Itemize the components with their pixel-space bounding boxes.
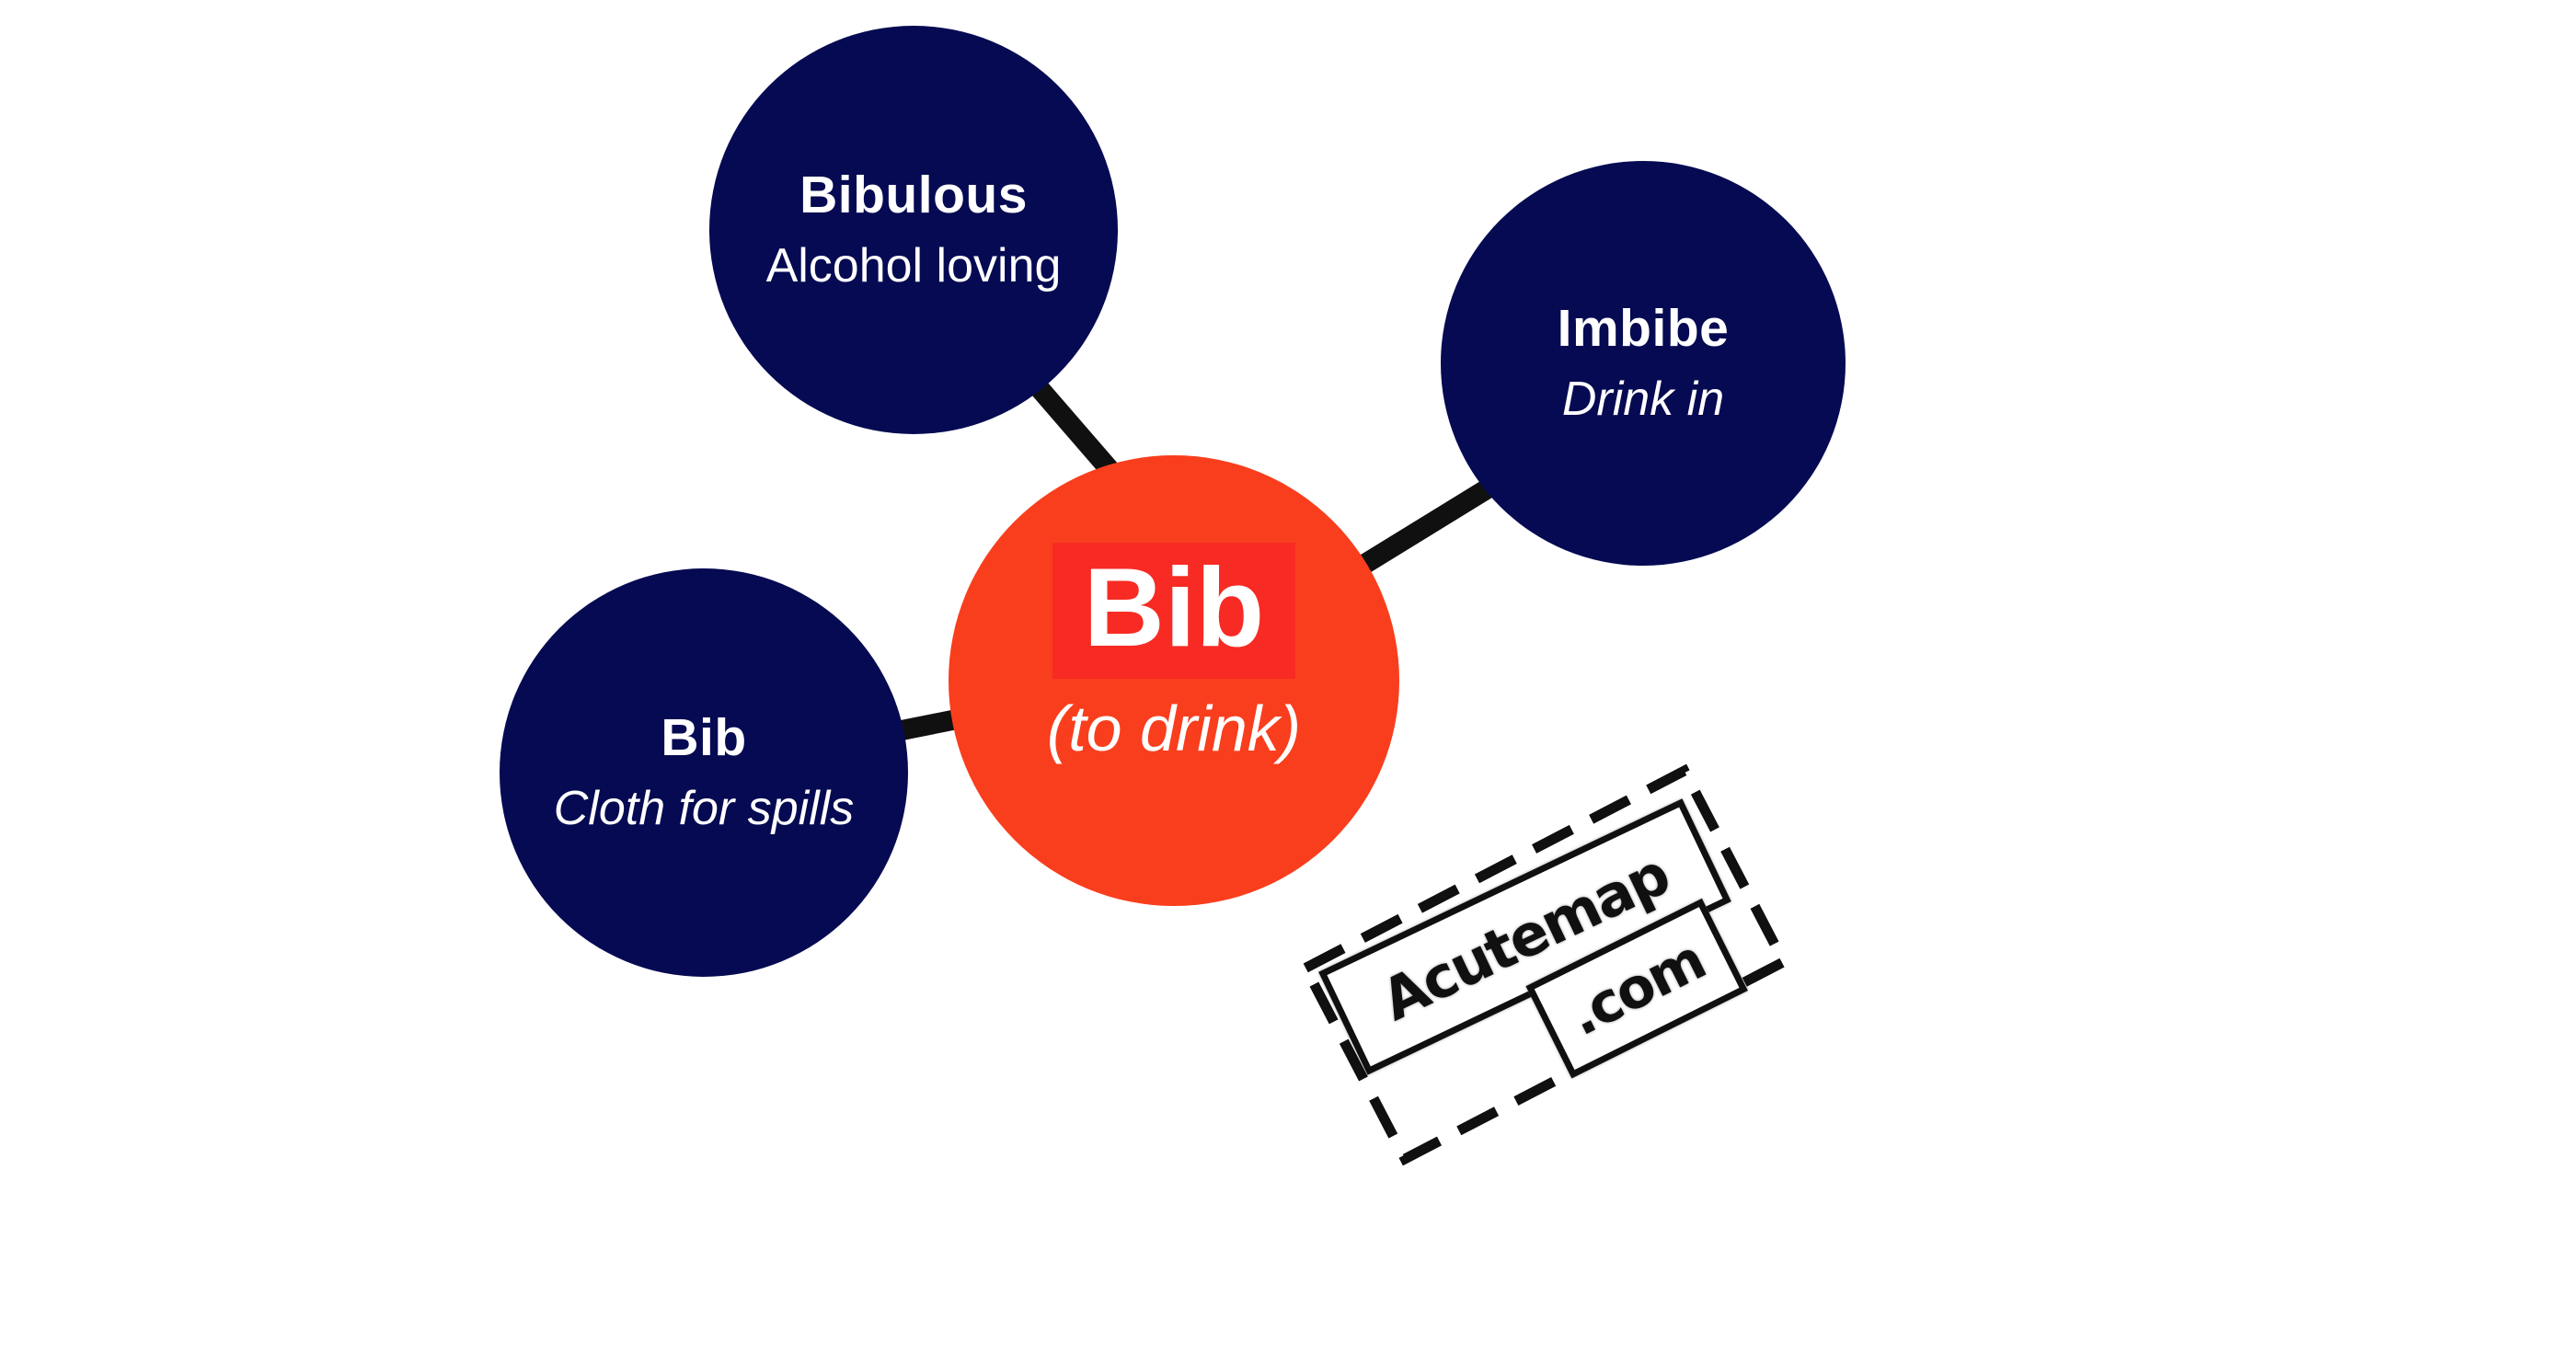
acutemap-watermark-stamp: Acutemap .com <box>1298 763 1791 1166</box>
node-bib-cloth-meaning: Cloth for spills <box>553 781 855 835</box>
node-bib-cloth: Bib Cloth for spills <box>500 568 908 977</box>
node-imbibe-word: Imbibe <box>1557 299 1730 359</box>
node-bibulous: Bibulous Alcohol loving <box>709 26 1118 434</box>
node-imbibe-meaning: Drink in <box>1561 372 1725 426</box>
center-root-highlight: Bib <box>1052 542 1296 680</box>
node-center-root: Bib (to drink) <box>949 455 1399 906</box>
node-bibulous-word: Bibulous <box>799 166 1028 225</box>
node-imbibe: Imbibe Drink in <box>1441 161 1846 566</box>
center-root-word: Bib <box>1083 544 1265 670</box>
node-bibulous-meaning: Alcohol loving <box>765 238 1062 292</box>
node-bib-cloth-word: Bib <box>661 708 747 768</box>
center-root-content: Bib (to drink) <box>1046 542 1302 765</box>
center-root-meaning: (to drink) <box>1046 693 1302 765</box>
